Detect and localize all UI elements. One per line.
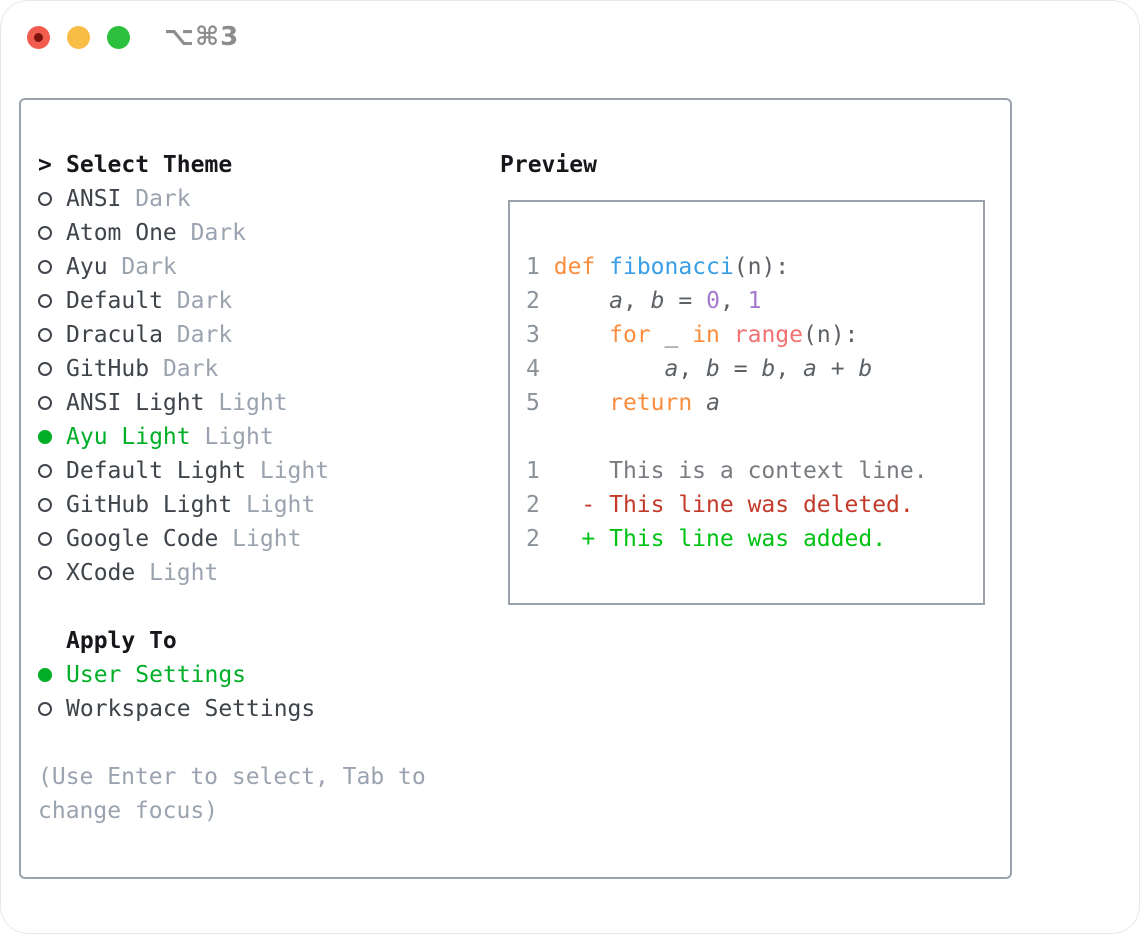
variant-label: Light: [135, 560, 219, 586]
spacer: [38, 590, 426, 624]
option-label: ANSI: [66, 186, 122, 212]
option-label: GitHub Light: [66, 492, 233, 518]
preview-title: Preview: [500, 152, 597, 178]
variant-label: Light: [190, 424, 274, 450]
variant-label: Light: [246, 458, 330, 484]
variant-label: Light: [218, 526, 302, 552]
apply-option-workspace-settings[interactable]: Workspace Settings: [38, 692, 426, 726]
option-label: Workspace Settings: [66, 696, 316, 722]
radio-icon: [38, 362, 66, 376]
theme-option-github[interactable]: GitHub Dark: [38, 352, 426, 386]
close-button[interactable]: [27, 26, 50, 49]
option-label: User Settings: [66, 662, 247, 688]
select-theme-header: > Select Theme: [38, 148, 426, 182]
option-label: Default Light: [66, 458, 247, 484]
hint-line-2: change focus): [38, 798, 219, 824]
theme-option-dracula[interactable]: Dracula Dark: [38, 318, 426, 352]
titlebar: ⌥⌘3: [0, 0, 1140, 74]
theme-option-atom-one[interactable]: Atom One Dark: [38, 216, 426, 250]
code-line: 4 a, b = b, a + b: [526, 356, 873, 382]
apply-to-header: Apply To: [38, 624, 426, 658]
theme-option-xcode[interactable]: XCode Light: [38, 556, 426, 590]
option-label: Google Code: [66, 526, 219, 552]
maximize-button[interactable]: [107, 26, 130, 49]
select-theme-title: Select Theme: [66, 152, 233, 178]
code-line: 1 This is a context line.: [526, 458, 928, 484]
radio-icon: [38, 260, 66, 274]
radio-icon: [38, 192, 66, 206]
radio-icon: [38, 464, 66, 478]
variant-label: Dark: [162, 288, 233, 314]
theme-option-ayu[interactable]: Ayu Dark: [38, 250, 426, 284]
variant-label: Dark: [162, 322, 233, 348]
code-line: 5 return a: [526, 390, 720, 416]
code-line: 2 - This line was deleted.: [526, 492, 914, 518]
variant-label: Light: [232, 492, 316, 518]
window-title: ⌥⌘3: [164, 22, 240, 52]
option-label: GitHub: [66, 356, 150, 382]
code-line: 2 a, b = 0, 1: [526, 288, 762, 314]
option-label: XCode: [66, 560, 136, 586]
preview-box: 1 def fibonacci(n): 2 a, b = 0, 1 3 for _ …: [508, 200, 985, 605]
variant-label: Light: [204, 390, 288, 416]
hint-line-1: (Use Enter to select, Tab to: [38, 764, 426, 790]
option-label: Ayu: [66, 254, 108, 280]
code-line: 1 def fibonacci(n):: [526, 254, 790, 280]
theme-option-ayu-light[interactable]: Ayu Light Light: [38, 420, 426, 454]
radio-icon: [38, 328, 66, 342]
code-line: [526, 420, 983, 454]
radio-icon: [38, 226, 66, 240]
apply-option-user-settings[interactable]: User Settings: [38, 658, 426, 692]
radio-icon: [38, 294, 66, 308]
variant-label: Dark: [107, 254, 177, 280]
variant-label: Dark: [121, 186, 191, 212]
code-line: 3 for _ in range(n):: [526, 322, 859, 348]
theme-option-default[interactable]: Default Dark: [38, 284, 426, 318]
theme-option-google-code[interactable]: Google Code Light: [38, 522, 426, 556]
theme-option-ansi[interactable]: ANSI Dark: [38, 182, 426, 216]
variant-label: Dark: [149, 356, 219, 382]
option-label: Default: [66, 288, 163, 314]
minimize-button[interactable]: [67, 26, 90, 49]
option-label: Ayu Light: [66, 424, 191, 450]
close-dot-icon: [34, 33, 43, 42]
radio-icon: [38, 532, 66, 546]
preview-code: 1 def fibonacci(n): 2 a, b = 0, 1 3 for _ …: [526, 250, 983, 556]
code-line: 2 + This line was added.: [526, 526, 887, 552]
radio-icon: [38, 498, 66, 512]
radio-selected-icon: [38, 430, 66, 444]
radio-icon: [38, 566, 66, 580]
theme-option-ansi-light[interactable]: ANSI Light Light: [38, 386, 426, 420]
theme-option-default-light[interactable]: Default Light Light: [38, 454, 426, 488]
focus-prompt-icon: >: [38, 152, 52, 178]
apply-to-title: Apply To: [66, 628, 177, 654]
variant-label: Dark: [176, 220, 247, 246]
theme-option-github-light[interactable]: GitHub Light Light: [38, 488, 426, 522]
option-label: Atom One: [66, 220, 177, 246]
radio-icon: [38, 396, 66, 410]
option-label: Dracula: [66, 322, 163, 348]
radio-icon: [38, 702, 66, 716]
spacer: [38, 726, 426, 760]
option-label: ANSI Light: [66, 390, 205, 416]
radio-selected-icon: [38, 668, 66, 682]
